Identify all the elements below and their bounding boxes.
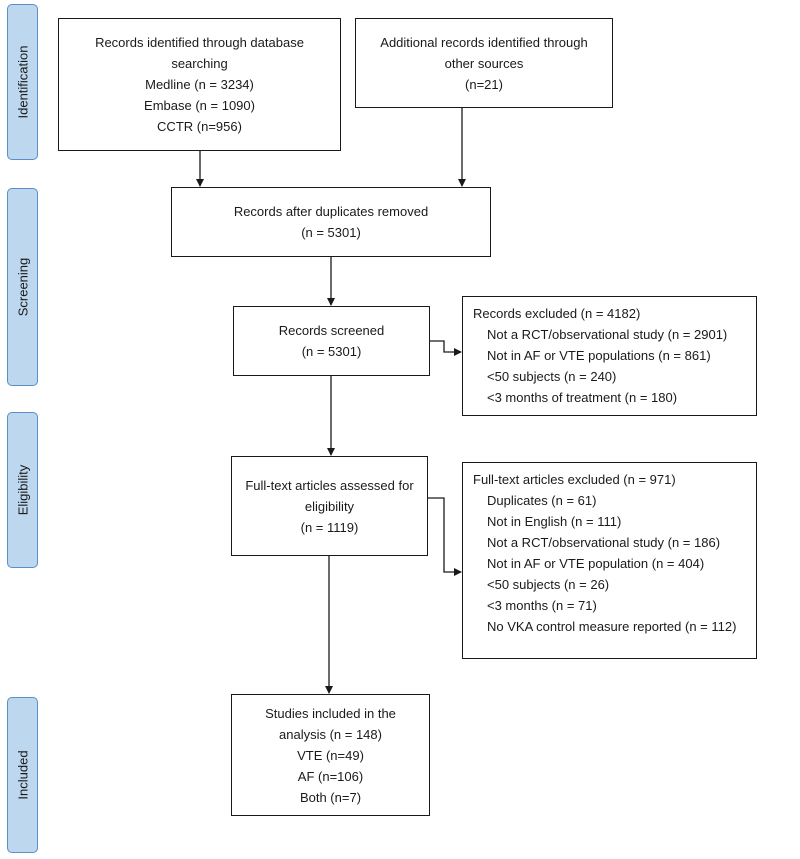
other-sources-box: Additional records identified through ot… bbox=[355, 18, 613, 108]
fulltext-excluded-item: <3 months (n = 71) bbox=[487, 598, 597, 613]
fulltext-assessed-box: Full-text articles assessed for eligibil… bbox=[231, 456, 428, 556]
fulltext-excluded-item: Not a RCT/observational study (n = 186) bbox=[487, 535, 721, 550]
fulltext-line-3: (n = 1119) bbox=[300, 519, 359, 535]
screened-line-1: Records screened bbox=[278, 323, 385, 338]
included-line-1: Studies included in the bbox=[265, 705, 396, 721]
records-excluded-item: Not in AF or VTE populations (n = 861) bbox=[487, 348, 711, 363]
included-line-2: analysis (n = 148) bbox=[279, 726, 382, 742]
included-line-5: Both (n=7) bbox=[299, 789, 362, 805]
duplicates-line-2: (n = 5301) bbox=[301, 225, 361, 240]
studies-included-box: Studies included in the analysis (n = 14… bbox=[231, 694, 430, 816]
fulltext-excluded-title: Full-text articles excluded (n = 971) bbox=[473, 472, 676, 487]
fulltext-excluded-item: <50 subjects (n = 26) bbox=[487, 577, 610, 592]
fulltext-line-1: Full-text articles assessed for bbox=[245, 477, 414, 493]
records-excluded-box: Records excluded (n = 4182) Not a RCT/ob… bbox=[462, 296, 757, 416]
stage-included: Included bbox=[7, 697, 38, 853]
fulltext-excluded-item: No VKA control measure reported (n = 112… bbox=[487, 619, 737, 634]
database-line-1: Records identified through database bbox=[95, 35, 304, 50]
fulltext-excluded-item: Not in AF or VTE population (n = 404) bbox=[487, 556, 705, 571]
stage-identification: Identification bbox=[7, 4, 38, 160]
included-line-4: AF (n=106) bbox=[297, 768, 364, 784]
fulltext-excluded-item: Not in English (n = 111) bbox=[487, 514, 622, 529]
fulltext-excluded-box: Full-text articles excluded (n = 971) Du… bbox=[462, 462, 757, 659]
records-excluded-title: Records excluded (n = 4182) bbox=[473, 306, 641, 321]
stage-eligibility: Eligibility bbox=[7, 412, 38, 568]
fulltext-line-2: eligibility bbox=[304, 498, 355, 514]
database-line-3: Medline (n = 3234) bbox=[145, 77, 254, 92]
other-sources-line-2: other sources bbox=[444, 55, 524, 71]
stage-screening: Screening bbox=[7, 188, 38, 386]
database-records-box: Records identified through database sear… bbox=[58, 18, 341, 151]
database-line-2: searching bbox=[171, 56, 228, 71]
fulltext-excluded-item: Duplicates (n = 61) bbox=[487, 493, 597, 508]
records-excluded-item: Not a RCT/observational study (n = 2901) bbox=[487, 327, 728, 342]
screened-line-2: (n = 5301) bbox=[301, 344, 362, 359]
other-sources-line-3: (n=21) bbox=[465, 76, 503, 92]
arrow-fulltext-to-excluded bbox=[428, 497, 462, 576]
records-screened-box: Records screened (n = 5301) bbox=[233, 306, 430, 376]
other-sources-line-1: Additional records identified through bbox=[380, 34, 588, 50]
arrow-screened-to-excluded bbox=[430, 340, 462, 356]
records-excluded-item: <3 months of treatment (n = 180) bbox=[487, 390, 678, 405]
included-line-3: VTE (n=49) bbox=[297, 747, 364, 763]
duplicates-removed-box: Records after duplicates removed (n = 53… bbox=[171, 187, 491, 257]
database-line-4: Embase (n = 1090) bbox=[144, 98, 255, 113]
duplicates-line-1: Records after duplicates removed bbox=[233, 204, 429, 219]
database-line-5: CCTR (n=956) bbox=[157, 119, 242, 134]
records-excluded-item: <50 subjects (n = 240) bbox=[487, 369, 617, 384]
